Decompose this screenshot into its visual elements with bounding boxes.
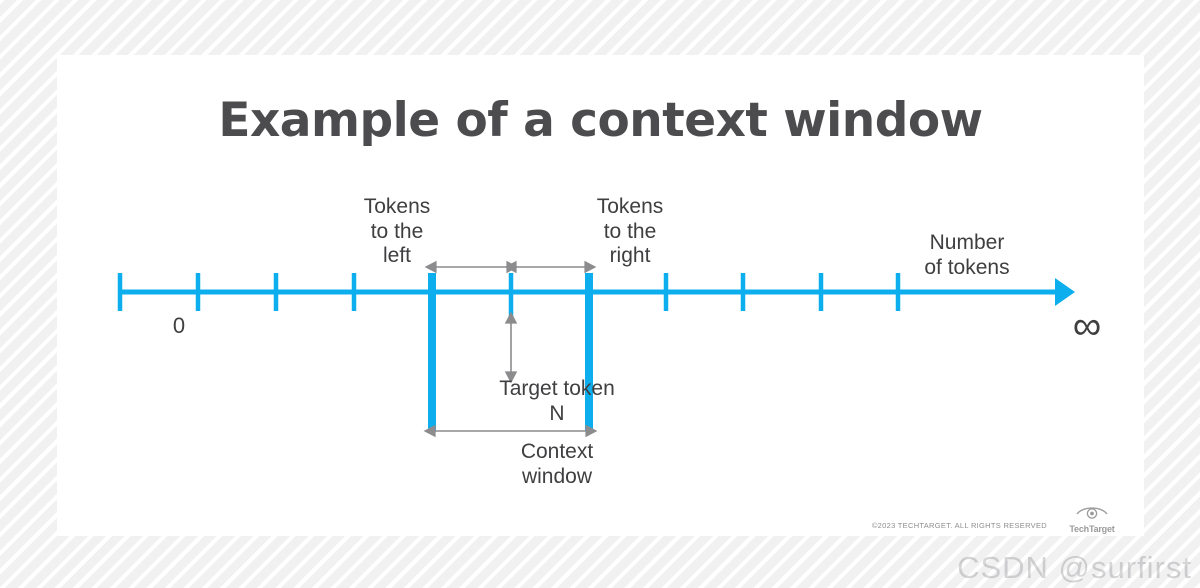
axis-line-group <box>120 278 1075 306</box>
techtarget-logo: TechTarget <box>1052 504 1132 534</box>
figure-card: Example of a context window <box>57 55 1144 536</box>
label-target-token: Target token N <box>499 377 615 425</box>
page-title: Example of a context window <box>218 93 983 148</box>
copyright-text: ©2023 TECHTARGET. ALL RIGHTS RESERVED <box>871 521 1047 530</box>
context-window-diagram: Tokens to the left Tokens to the right N… <box>57 55 1144 536</box>
axis-arrowhead <box>1055 278 1075 306</box>
label-number-of-tokens: Number of tokens <box>924 231 1010 279</box>
eye-icon <box>1076 507 1108 519</box>
axis-start-label: 0 <box>172 313 186 338</box>
axis-ticks <box>117 273 901 311</box>
csdn-watermark: CSDN @surfirst <box>957 550 1192 585</box>
label-tokens-to-the-left: Tokens to the left <box>363 195 431 267</box>
axis-end-infinity-label: ∞ <box>1072 304 1102 348</box>
label-context-window: Context window <box>520 440 594 488</box>
label-tokens-to-the-right: Tokens to the right <box>596 195 664 267</box>
brand-name: TechTarget <box>1069 524 1115 534</box>
